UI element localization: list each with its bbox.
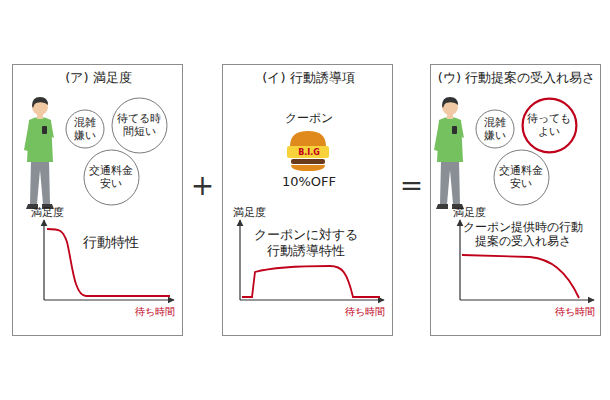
- trait-bubble: 交通料金安い: [83, 149, 140, 206]
- x-axis: [44, 299, 174, 300]
- operator-sign: =: [400, 172, 423, 200]
- y-axis: [239, 220, 240, 300]
- burger-icon: [287, 131, 329, 171]
- curve-label: 行動特性: [83, 234, 139, 251]
- burger-patty: [291, 159, 325, 164]
- person-figure: [24, 97, 54, 209]
- x-axis: [240, 299, 384, 300]
- trait-circle: [84, 150, 139, 205]
- coupon-label: クーポン: [285, 111, 333, 125]
- panel-box: (イ) 行動誘導項クーポン B.I.G 10%OFF 満足度クーポンに対する行動誘導特…: [222, 64, 393, 336]
- panel-title: (ア) 満足度: [65, 70, 131, 86]
- trait-bubble: 混雑嫌い: [65, 109, 105, 149]
- acceptance-curve: [462, 255, 579, 298]
- panel-box: (ウ) 行動提案の受入れ易さ満足度クーポン提供時の行動提案の受入れ易さ待ち時間 混…: [430, 64, 601, 336]
- trait-text: 混雑嫌い: [74, 116, 96, 142]
- chart-axes: [44, 220, 594, 300]
- burger-bun: [290, 131, 326, 146]
- incentive-curve: [242, 266, 380, 297]
- trait-text: 交通料金安い: [499, 164, 543, 190]
- trait-text: 待てる時間短い: [117, 112, 161, 138]
- burger-banner: [287, 146, 329, 158]
- axis-label: 待ち時間: [135, 306, 175, 318]
- trait-circle: [522, 98, 576, 152]
- trait-circle: [66, 110, 104, 148]
- curve-label: クーポン提供時の行動提案の受入れ易さ: [463, 220, 583, 249]
- discount-label: 10%OFF: [282, 174, 336, 190]
- trait-text: 混雑嫌い: [484, 116, 506, 142]
- y-axis: [43, 220, 44, 300]
- trait-text: 交通料金安い: [89, 164, 133, 190]
- axis-label: 待ち時間: [345, 306, 385, 318]
- trait-bubble: 待ってもよい: [521, 97, 578, 154]
- trait-circle: [494, 150, 549, 205]
- trait-bubble: 混雑嫌い: [475, 109, 515, 149]
- y-axis: [459, 220, 460, 300]
- burger-bun: [291, 165, 325, 171]
- panel-box: (ア) 満足度満足度行動特性待ち時間 混雑嫌い待てる時間短い交通料金安い: [12, 64, 183, 336]
- panel-title: (イ) 行動誘導項: [262, 70, 354, 86]
- trait-bubble: 交通料金安い: [493, 149, 550, 206]
- axis-label: 待ち時間: [555, 306, 595, 318]
- axis-label: 満足度: [453, 206, 486, 219]
- satisfaction-curve: [47, 229, 170, 296]
- trait-circle: [476, 110, 514, 148]
- trait-text: 待ってもよい: [527, 112, 571, 138]
- trait-circle: [112, 98, 167, 153]
- operator-sign: +: [191, 172, 214, 200]
- person-figure: [434, 97, 464, 209]
- axis-label: 満足度: [31, 206, 64, 219]
- curve-label: クーポンに対する行動誘導特性: [254, 227, 358, 258]
- trait-bubble: 待てる時間短い: [111, 97, 168, 154]
- x-axis: [460, 299, 594, 300]
- panel-title: (ウ) 行動提案の受入れ易さ: [438, 70, 595, 86]
- brand-mark: B.I.G: [298, 148, 320, 158]
- axis-label: 満足度: [233, 206, 266, 219]
